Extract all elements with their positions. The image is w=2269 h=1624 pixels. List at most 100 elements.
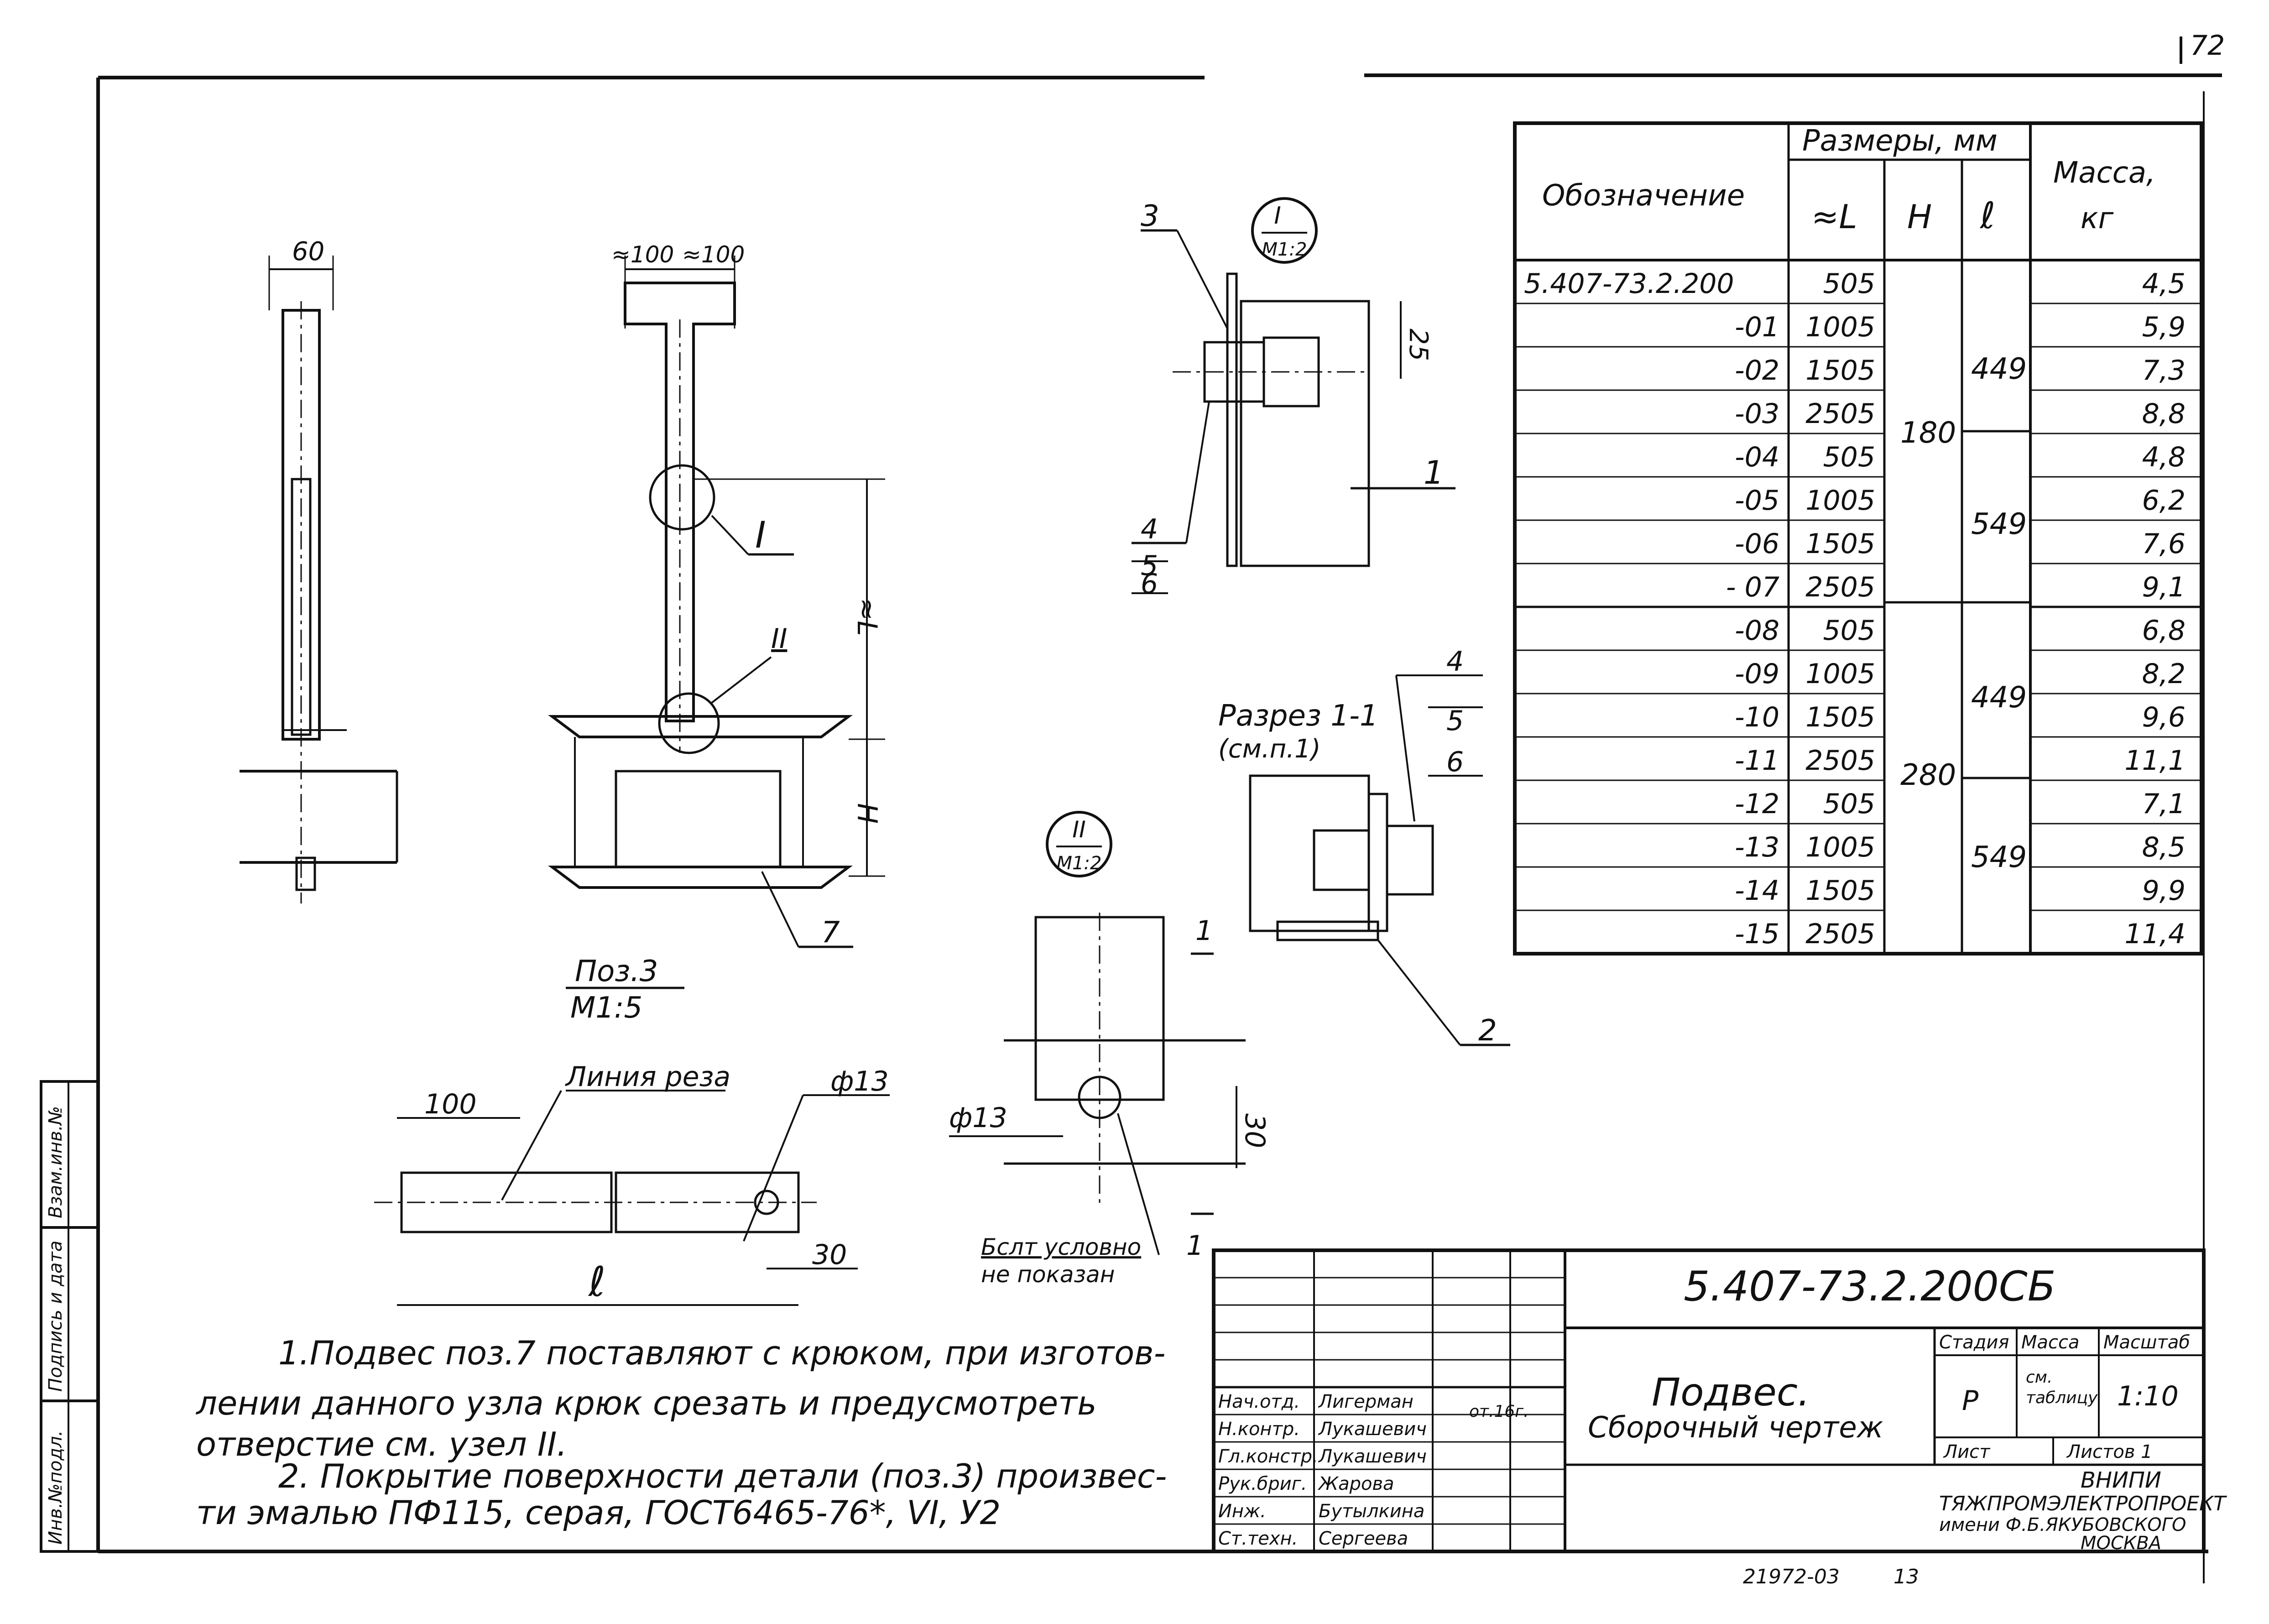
front-view: ≈100 ≈100 ≈L Н I II 7 <box>548 241 885 950</box>
H-value-1: 180 <box>1900 416 1956 450</box>
dim-30-detail: 30 <box>1239 1113 1271 1148</box>
table-cell-mass: 5,9 <box>2142 311 2186 343</box>
dim-100a: ≈100 <box>611 241 674 268</box>
table-cell-L: 1505 <box>1805 701 1875 733</box>
note-2-line-1: 2. Покрытие поверхности детали (поз.3) п… <box>278 1457 1167 1495</box>
side-view: 60 <box>240 237 398 903</box>
table-cell-L: 1005 <box>1805 311 1875 343</box>
table-cell-designation: -08 <box>1735 615 1779 647</box>
phi13-pos3: ф13 <box>830 1065 889 1097</box>
l-value-1: 449 <box>1971 352 2027 386</box>
staff-role: Нач.отд. <box>1218 1391 1300 1412</box>
table-cell-L: 1505 <box>1805 875 1875 907</box>
stamp-podp-data: Подпись и дата <box>45 1241 66 1392</box>
table-cell-L: 1505 <box>1805 355 1875 386</box>
detail-II-bottom: М1:2 <box>1057 853 1102 874</box>
th-mass-1: Масса, <box>2053 156 2155 190</box>
table-cell-mass: 8,5 <box>2142 831 2186 863</box>
table-cell-L: 505 <box>1823 615 1875 647</box>
table-cell-L: 2505 <box>1805 745 1875 777</box>
th-H: Н <box>1907 198 1932 236</box>
org-1: ВНИПИ <box>2081 1467 2161 1493</box>
stage-label: Стадия <box>1939 1332 2009 1353</box>
table-cell-designation: -09 <box>1735 658 1779 690</box>
l-value-3: 449 <box>1971 681 2027 715</box>
pos5-section: 5 <box>1446 705 1464 737</box>
dim-60: 60 <box>292 237 324 266</box>
dim-100b: ≈100 <box>682 241 745 268</box>
doc-code: 5.407-73.2.200СБ <box>1684 1263 2056 1311</box>
staff-role: Рук.бриг. <box>1218 1473 1307 1494</box>
th-L: ≈L <box>1811 198 1857 236</box>
stage-value: Р <box>1962 1385 1979 1417</box>
pos4-I: 4 <box>1141 513 1158 545</box>
th-mass-2: кг <box>2081 202 2114 235</box>
th-dims: Размеры, мм <box>1802 124 1998 158</box>
pos2-label: 2 <box>1478 1014 1497 1048</box>
pos3-scale: М1:5 <box>570 991 642 1025</box>
table-cell-mass: 9,6 <box>2142 701 2186 733</box>
table-cell-L: 1005 <box>1805 658 1875 690</box>
H-value-2: 280 <box>1900 758 1956 792</box>
table-cell-mass: 9,1 <box>2142 571 2186 603</box>
pos4-section: 4 <box>1446 646 1464 678</box>
table-cell-designation: -11 <box>1735 745 1779 777</box>
cut-mark-bottom: 1 <box>1186 1230 1204 1262</box>
table-cell-mass: 6,2 <box>2142 485 2186 517</box>
detail-I: I М1:2 25 3 4 5 6 1 <box>1132 197 1455 600</box>
table-cell-L: 2505 <box>1805 918 1875 950</box>
table-cell-designation: -10 <box>1735 701 1779 733</box>
detail-II: II М1:2 1 1 ф13 30 Бслт условно не показ… <box>949 811 1271 1288</box>
staff-name: Сергеева <box>1319 1528 1408 1549</box>
table-cell-mass: 4,5 <box>2142 268 2186 300</box>
table-cell-mass: 7,6 <box>2142 528 2186 560</box>
staff-name: Лукашевич <box>1318 1446 1427 1467</box>
org-3: имени Ф.Б.ЯКУБОВСКОГО <box>1939 1514 2186 1535</box>
table-cell-mass: 9,9 <box>2142 875 2186 907</box>
copy-number: 13 <box>1893 1565 1919 1588</box>
l-value-4: 549 <box>1971 841 2027 874</box>
table-cell-designation: -05 <box>1735 485 1779 517</box>
weld-note-2: не показан <box>981 1261 1115 1288</box>
table-cell-L: 505 <box>1823 788 1875 820</box>
table-cell-designation: -06 <box>1735 528 1779 560</box>
th-l: ℓ <box>1979 194 1995 237</box>
table-cell-L: 1005 <box>1805 831 1875 863</box>
spec-table: Обозначение Размеры, мм ≈L Н ℓ Масса, кг… <box>1513 121 2203 956</box>
pos6-I: 6 <box>1141 568 1158 600</box>
staff-role: Гл.констр. <box>1218 1446 1318 1467</box>
table-cell-designation: -01 <box>1735 311 1779 343</box>
detail-I-top: I <box>1274 202 1281 230</box>
staff-name: Лукашевич <box>1318 1419 1427 1440</box>
table-cell-L: 1005 <box>1805 485 1875 517</box>
dim-L: ≈L <box>851 598 883 636</box>
table-cell-designation: -02 <box>1735 355 1779 386</box>
org-2: ТЯЖПРОМЭЛЕКТРОПРОЕКТ <box>1939 1492 2227 1515</box>
pos7-label: 7 <box>821 916 840 950</box>
pos6-section: 6 <box>1446 746 1464 778</box>
table-cell-designation: -13 <box>1735 831 1779 863</box>
pos1-label: 1 <box>1424 454 1444 491</box>
doc-title-1: Подвес. <box>1652 1370 1810 1415</box>
table-cell-mass: 11,4 <box>2124 918 2186 950</box>
table-cell-designation: 5.407-73.2.200 <box>1524 268 1734 300</box>
archive-number: 21972-03 <box>1743 1565 1840 1588</box>
cut-mark-top: 1 <box>1195 915 1213 947</box>
table-cell-mass: 4,8 <box>2142 441 2186 473</box>
table-cell-designation: -04 <box>1735 441 1779 473</box>
pos3-callout: 3 <box>1141 199 1159 233</box>
table-cell-L: 2505 <box>1805 571 1875 603</box>
pos5-I: 5 <box>1141 550 1158 582</box>
table-cell-designation: -14 <box>1735 875 1779 907</box>
staff-name: Лигерман <box>1318 1391 1414 1412</box>
table-cell-designation: -03 <box>1735 398 1779 430</box>
stamp-vzam-inv: Взам.инв.№ <box>45 1106 66 1218</box>
mass-label: Масса <box>2021 1332 2080 1353</box>
staff-role: Инж. <box>1218 1501 1266 1522</box>
detail-II-top: II <box>1072 816 1086 843</box>
table-cell-mass: 6,8 <box>2142 615 2186 647</box>
notes: 1.Подвес поз.7 поставляют с крюком, при … <box>195 1334 1167 1532</box>
staff-name: Бутылкина <box>1319 1501 1424 1522</box>
table-cell-L: 505 <box>1823 441 1875 473</box>
